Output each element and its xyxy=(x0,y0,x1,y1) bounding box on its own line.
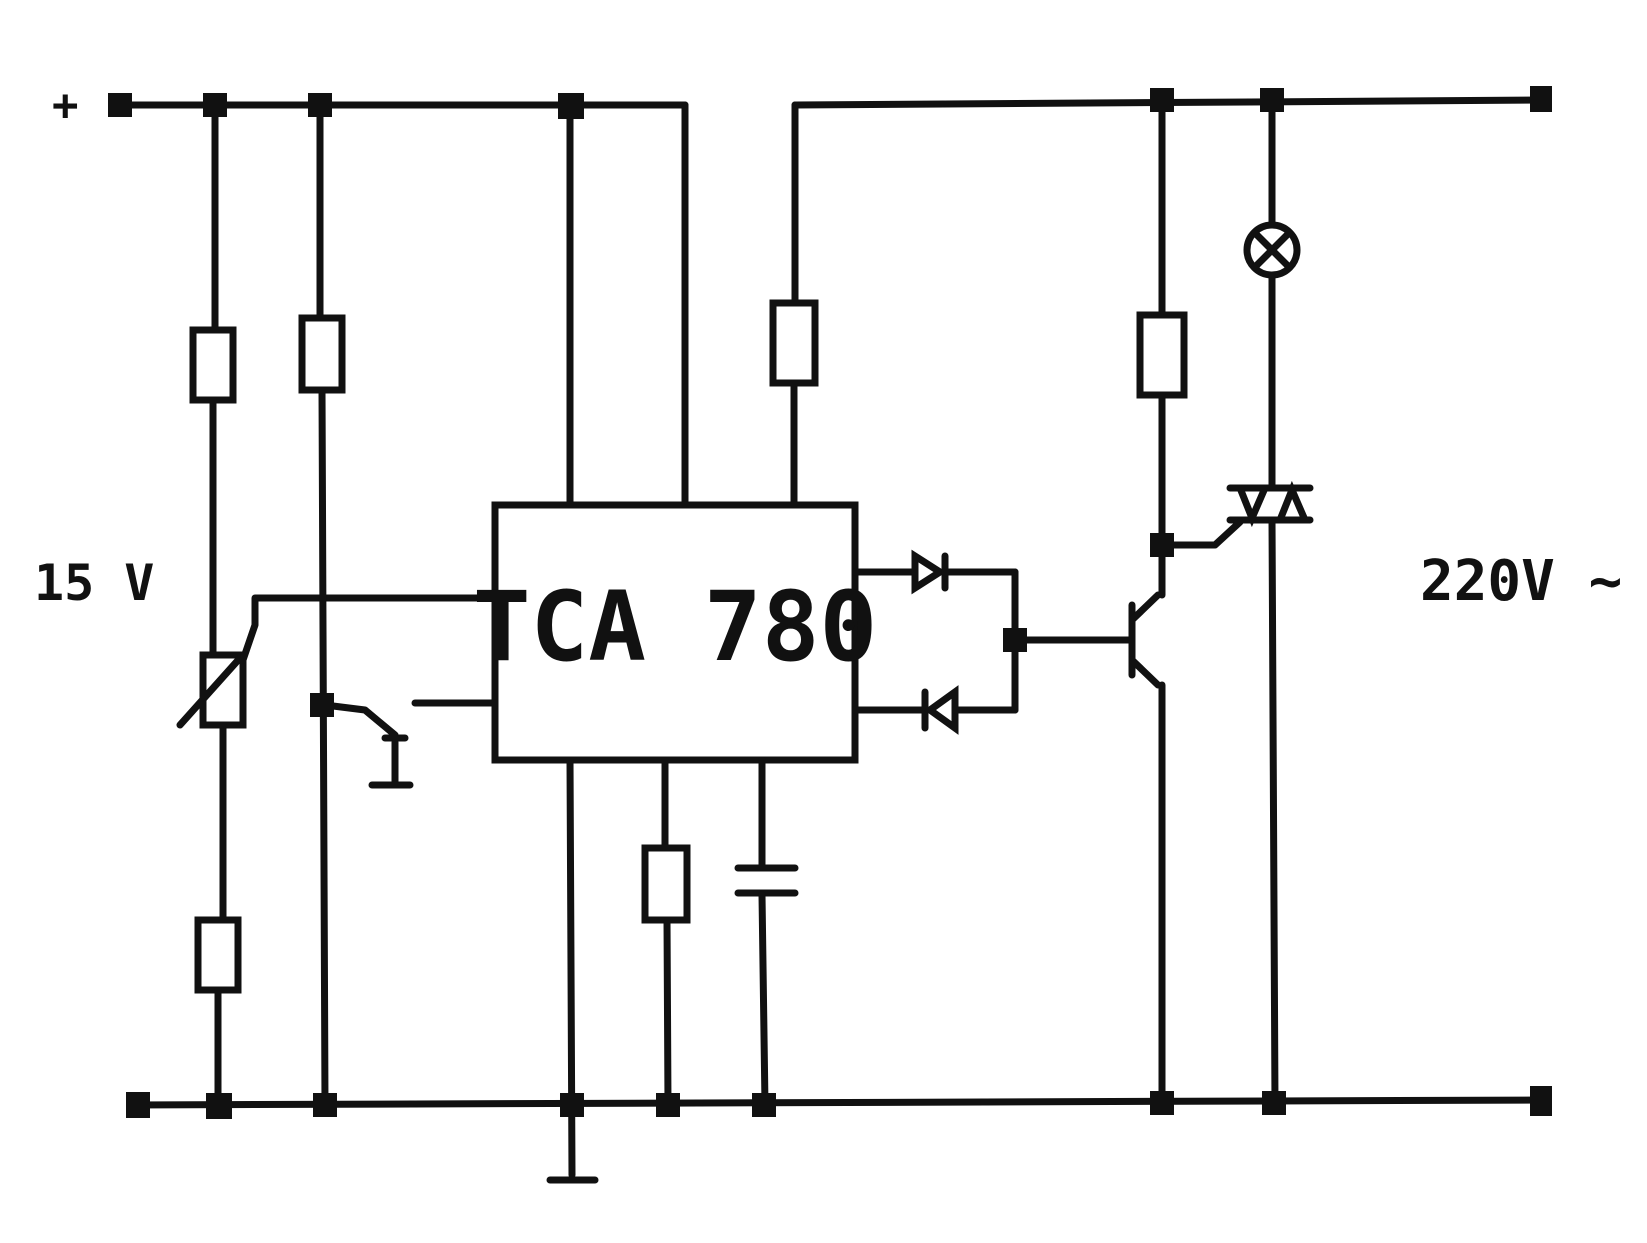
diode-d1 xyxy=(911,549,949,595)
transistor-t1 xyxy=(1128,96,1188,1109)
plus-label: + xyxy=(52,80,79,131)
diode-d2 xyxy=(921,685,959,735)
resistor-r5 xyxy=(769,299,819,387)
top-rail-left xyxy=(116,101,689,509)
lamp-triac-branch xyxy=(1158,96,1314,1109)
resistor-r3 xyxy=(298,314,346,394)
resistor-r6 xyxy=(1136,311,1188,399)
resistor-r2 xyxy=(194,916,242,994)
potentiometer-arrow xyxy=(176,654,244,729)
resistor-r1 xyxy=(189,326,237,404)
terminal-ac-top xyxy=(1530,86,1552,112)
triac-tr1 xyxy=(1158,480,1314,549)
switch-branch xyxy=(298,101,499,1109)
r5-branch xyxy=(769,299,819,509)
terminal-minus xyxy=(126,1092,150,1118)
voltage-ac-label: 220V ~ xyxy=(1420,549,1622,614)
left-divider-branch xyxy=(176,101,499,1109)
junction-dots xyxy=(203,88,1286,1119)
ic-label: TCA 780 xyxy=(473,571,878,683)
diode-network xyxy=(851,549,1134,735)
ic-tca780: TCA 780 xyxy=(473,101,878,1184)
resistor-r4 xyxy=(641,844,691,924)
voltage-dc-label: 15 V xyxy=(34,554,154,612)
ic-bottom-branches xyxy=(641,756,799,1109)
bottom-rail xyxy=(126,1096,1549,1109)
terminal-plus xyxy=(108,93,132,117)
lamp-l1 xyxy=(1243,221,1301,279)
switch-s1 xyxy=(321,701,414,789)
top-rail-right xyxy=(791,96,1549,309)
terminal-ac-bottom xyxy=(1530,1086,1552,1116)
